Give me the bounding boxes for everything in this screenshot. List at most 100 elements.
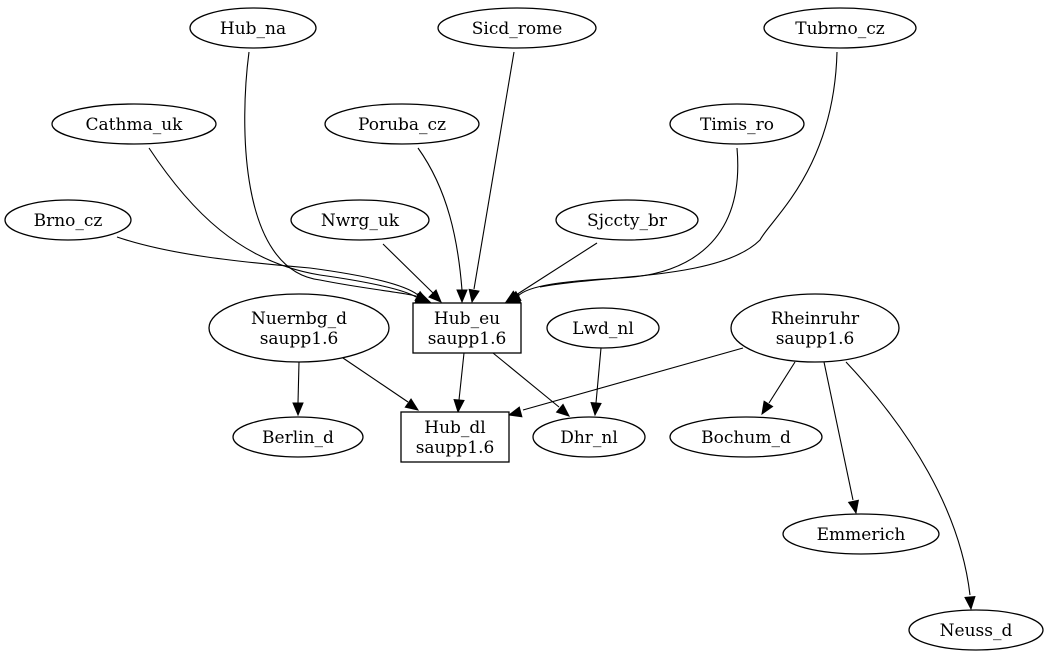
edge-line — [473, 51, 515, 290]
node-shape — [782, 513, 940, 555]
edge-hub-na-to-hub-eu — [244, 51, 432, 303]
node-sjccty-br: Sjccty_br — [555, 199, 699, 241]
node-berlin-d: Berlin_d — [232, 416, 364, 458]
edges-layer — [116, 51, 976, 611]
node-label: Sicd_rome — [472, 19, 563, 39]
edge-line — [845, 361, 971, 596]
node-label: Rheinruhr — [771, 309, 860, 329]
arrowhead — [555, 403, 570, 417]
node-shape — [546, 307, 660, 349]
edge-rheinruhr-to-neuss-d — [845, 361, 976, 611]
node-shape — [4, 199, 132, 241]
arrowhead — [964, 596, 976, 611]
node-label: Berlin_d — [262, 428, 334, 448]
node-shape — [730, 293, 900, 363]
node-label: Timis_ro — [700, 115, 774, 135]
node-shape — [189, 7, 317, 49]
arrowhead — [590, 402, 602, 417]
node-sublabel: saupp1.6 — [428, 329, 507, 349]
edge-line — [595, 347, 602, 404]
node-label: Sjccty_br — [587, 211, 668, 231]
node-cathma-uk: Cathma_uk — [51, 103, 217, 145]
edge-line — [517, 147, 739, 297]
node-shape — [763, 7, 917, 49]
node-sublabel: saupp1.6 — [416, 438, 495, 458]
node-shape — [400, 411, 510, 463]
node-sublabel: saupp1.6 — [260, 329, 339, 349]
edge-rheinruhr-to-bochum-d — [761, 361, 796, 416]
node-lwd-nl: Lwd_nl — [546, 307, 660, 349]
edge-lwd-nl-to-dhr-nl — [590, 347, 602, 417]
node-label: Lwd_nl — [572, 319, 634, 339]
edge-sjccty-br-to-hub-eu — [504, 242, 598, 303]
node-label: Hub_na — [220, 19, 286, 39]
arrowhead — [414, 290, 430, 303]
node-shape — [908, 609, 1044, 651]
node-shape — [669, 103, 805, 145]
arrowhead — [847, 499, 860, 515]
node-label: Brno_cz — [34, 211, 103, 231]
edge-line — [417, 147, 463, 291]
node-dhr-nl: Dhr_nl — [532, 416, 646, 458]
edge-line — [522, 347, 744, 411]
node-nwrg-uk: Nwrg_uk — [290, 199, 430, 241]
edge-line — [768, 361, 796, 404]
node-shape — [290, 199, 430, 241]
edge-sicd-rome-to-hub-eu — [468, 51, 515, 304]
arrowhead — [428, 289, 442, 303]
edge-hub-eu-to-hub-dl — [453, 352, 465, 414]
node-shape — [412, 302, 522, 354]
node-brno-cz: Brno_cz — [4, 199, 132, 241]
edge-nuernbg-d-to-hub-dl — [342, 357, 420, 411]
edge-line — [515, 242, 598, 296]
node-tubrno-cz: Tubrno_cz — [763, 7, 917, 49]
node-label: Nuernbg_d — [251, 309, 347, 329]
node-label: Hub_eu — [434, 309, 500, 329]
edge-nuernbg-d-to-berlin-d — [292, 361, 304, 417]
node-label: Emmerich — [817, 525, 906, 545]
arrowhead — [761, 400, 774, 416]
edge-line — [116, 236, 419, 296]
node-label: Cathma_uk — [86, 115, 184, 135]
node-emmerich: Emmerich — [782, 513, 940, 555]
node-hub-na: Hub_na — [189, 7, 317, 49]
arrowhead — [504, 290, 520, 303]
node-timis-ro: Timis_ro — [669, 103, 805, 145]
edge-line — [297, 361, 300, 404]
edge-hub-eu-to-dhr-nl — [492, 352, 570, 417]
edge-line — [342, 357, 409, 403]
node-label: Tubrno_cz — [795, 19, 885, 39]
arrowhead — [507, 406, 523, 418]
node-sicd-rome: Sicd_rome — [437, 7, 597, 49]
node-shape — [669, 416, 823, 458]
node-label: Hub_dl — [424, 418, 485, 438]
arrowhead — [456, 289, 468, 304]
edge-line — [458, 352, 465, 401]
edge-line — [539, 51, 838, 288]
edge-nwrg-uk-to-hub-eu — [382, 243, 442, 303]
edge-line — [148, 147, 417, 298]
node-shape — [324, 103, 480, 145]
node-shape — [208, 293, 390, 363]
arrowhead — [404, 398, 420, 411]
arrowhead — [292, 402, 304, 417]
node-shape — [232, 416, 364, 458]
edge-rheinruhr-to-emmerich — [823, 361, 860, 515]
node-sublabel: saupp1.6 — [776, 329, 855, 349]
arrowhead — [453, 399, 465, 414]
edge-line — [492, 352, 560, 408]
node-shape — [555, 199, 699, 241]
edge-poruba-cz-to-hub-eu — [417, 147, 468, 304]
node-neuss-d: Neuss_d — [908, 609, 1044, 651]
node-label: Dhr_nl — [560, 428, 618, 448]
node-label: Neuss_d — [940, 621, 1013, 641]
edge-line — [382, 243, 434, 294]
node-shape — [532, 416, 646, 458]
arrowhead — [468, 288, 480, 304]
edge-brno-cz-to-hub-eu — [116, 236, 430, 303]
